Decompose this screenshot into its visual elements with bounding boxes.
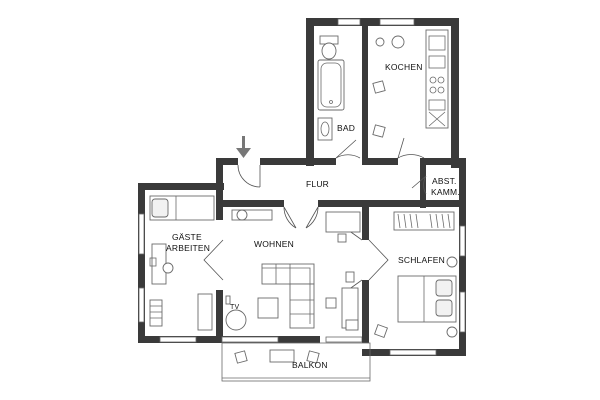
room-label-abst-1: ABST. bbox=[432, 176, 457, 186]
gaeste-furniture bbox=[149, 195, 215, 331]
gaeste-walls bbox=[138, 183, 224, 343]
entrance-arrow-icon bbox=[236, 136, 251, 158]
kitchen-fixtures bbox=[372, 29, 449, 159]
room-label-kochen: KOCHEN bbox=[385, 62, 423, 72]
schlafen-furniture bbox=[374, 211, 458, 338]
tv-label: TV bbox=[230, 304, 239, 311]
room-label-gaeste-2: ARBEITEN bbox=[166, 243, 210, 253]
wohnen-furniture bbox=[225, 209, 361, 331]
bathroom-fixtures bbox=[317, 35, 361, 159]
room-label-wohnen: WOHNEN bbox=[254, 239, 294, 249]
room-label-schlafen: SCHLAFEN bbox=[398, 255, 445, 265]
room-label-bad: BAD bbox=[337, 123, 355, 133]
room-label-gaeste-1: GÄSTE bbox=[172, 232, 202, 242]
schlafen-walls bbox=[362, 200, 466, 356]
room-label-flur: FLUR bbox=[306, 179, 329, 189]
balkon bbox=[221, 342, 371, 382]
flur-doors bbox=[237, 164, 427, 195]
wohnen-walls bbox=[200, 200, 369, 343]
room-label-abst-2: KAMM. bbox=[431, 187, 460, 197]
room-label-balkon: BALKON bbox=[292, 360, 328, 370]
